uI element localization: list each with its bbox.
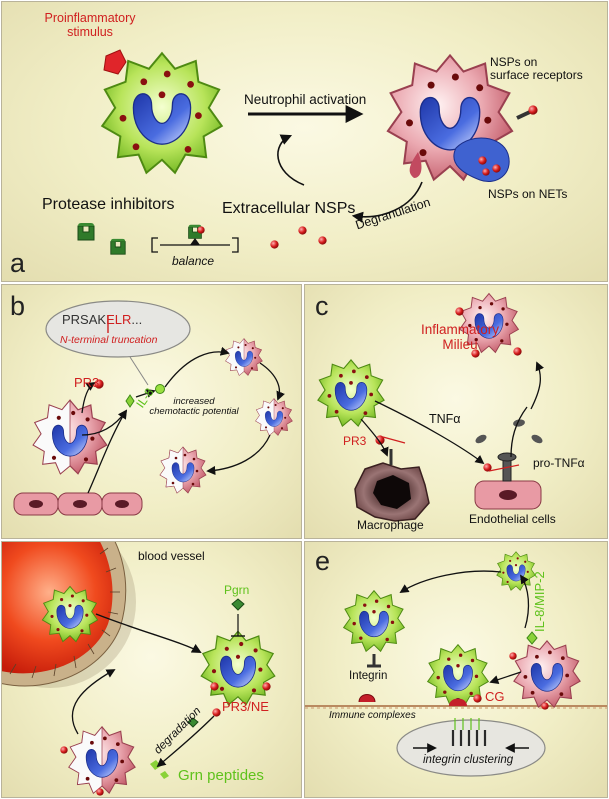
inhibitor-icon [77, 222, 95, 241]
macrophage-label: Macrophage [357, 518, 424, 532]
pr3ne-label: PR3/NE [222, 699, 269, 714]
chemotactic-line-1: increased [173, 396, 215, 407]
stimulus-line-2: stimulus [67, 24, 113, 39]
tnfa-label: TNFα [429, 412, 461, 426]
milieu-line-2: Milieu [442, 336, 478, 352]
balance-label: balance [172, 254, 215, 268]
panel-e: e [304, 541, 608, 798]
endothelial-label: Endothelial cells [469, 512, 556, 526]
neutrophil-icon [255, 398, 293, 436]
inhibitor-icon [110, 238, 126, 255]
grn-peptides-label: Grn peptides [178, 767, 264, 784]
panel-e-letter: e [315, 546, 331, 576]
truncation-label: N-terminal truncation [60, 334, 158, 346]
il8-mip2-label: IL-8/MIP-2 [532, 571, 547, 632]
panel-b-letter: b [10, 291, 26, 321]
activated-neutrophil-icon [513, 640, 581, 708]
stimulus-line-1: Proinflammatory [44, 11, 136, 25]
pgrn-icon [231, 598, 245, 611]
nsps-surface-label: NSPs on surface receptors [490, 55, 583, 83]
cg-label: CG [485, 689, 505, 704]
milieu-line-1: Inflammatory [420, 322, 500, 337]
panel-a: a Pro [1, 1, 608, 282]
pro-tnfa-label: pro-TNFα [533, 456, 585, 470]
panel-c-letter: c [315, 291, 329, 321]
sequence-elr: ELR [106, 312, 132, 327]
immune-complexes-label: Immune complexes [329, 710, 416, 721]
panel-c: c Inflammatory Milieu TNFα PR3 p [304, 284, 608, 539]
pr3-label: PR3 [343, 434, 367, 448]
protease-inhibitors-label: Protease inhibitors [42, 196, 175, 213]
neutrophil-icon [68, 726, 136, 794]
neutrophil-icon [32, 399, 108, 475]
sequence-label: PRSAKELR... [62, 312, 143, 327]
nsps-surface-line-1: NSPs on [490, 55, 538, 69]
integrin-clustering-label: integrin clustering [423, 754, 514, 766]
neutrophil-icon [159, 446, 207, 494]
proinflammatory-stimulus-label: Proinflammatory stimulus [30, 11, 150, 40]
extracellular-nsps-label: Extracellular NSPs [222, 200, 356, 217]
panel-c-diagram [317, 293, 545, 522]
nsps-nets-label: NSPs on NETs [488, 187, 568, 201]
sequence-prefix: PRSA [62, 312, 98, 327]
panel-d: d blood vessel Pgrn [1, 541, 302, 798]
chemotactic-line-2: chemotactic potential [149, 406, 239, 418]
chemotactic-label: increased chemotactic potential [144, 396, 244, 418]
neutrophil-activation-label: Neutrophil activation [244, 92, 367, 107]
panel-e-diagram [305, 551, 607, 777]
panel-b-diagram [13, 300, 293, 516]
nsps-surface-line-2: surface receptors [490, 68, 583, 83]
integrin-label: Integrin [349, 670, 388, 682]
neutrophil-icon [225, 338, 263, 376]
activated-neutrophil-icon [200, 630, 276, 706]
neutrophil-icon [317, 359, 385, 427]
pgrn-label: Pgrn [224, 583, 250, 597]
sequence-k: K [97, 312, 107, 327]
milieu-label: Inflammatory Milieu [415, 322, 505, 353]
neutrophil-icon [343, 590, 405, 652]
neutrophil-icon [496, 551, 536, 591]
blood-vessel-label: blood vessel [138, 549, 205, 563]
panel-a-diagram [77, 49, 538, 255]
panel-a-letter: a [10, 248, 26, 278]
sequence-suffix: ... [131, 312, 143, 327]
panel-b: b PRSAKELR... N-terminal trunc [1, 284, 302, 539]
proinflammatory-stimulus-shape [103, 49, 127, 75]
pr3-label: PR3 [74, 375, 100, 390]
panel-d-diagram [2, 542, 276, 796]
